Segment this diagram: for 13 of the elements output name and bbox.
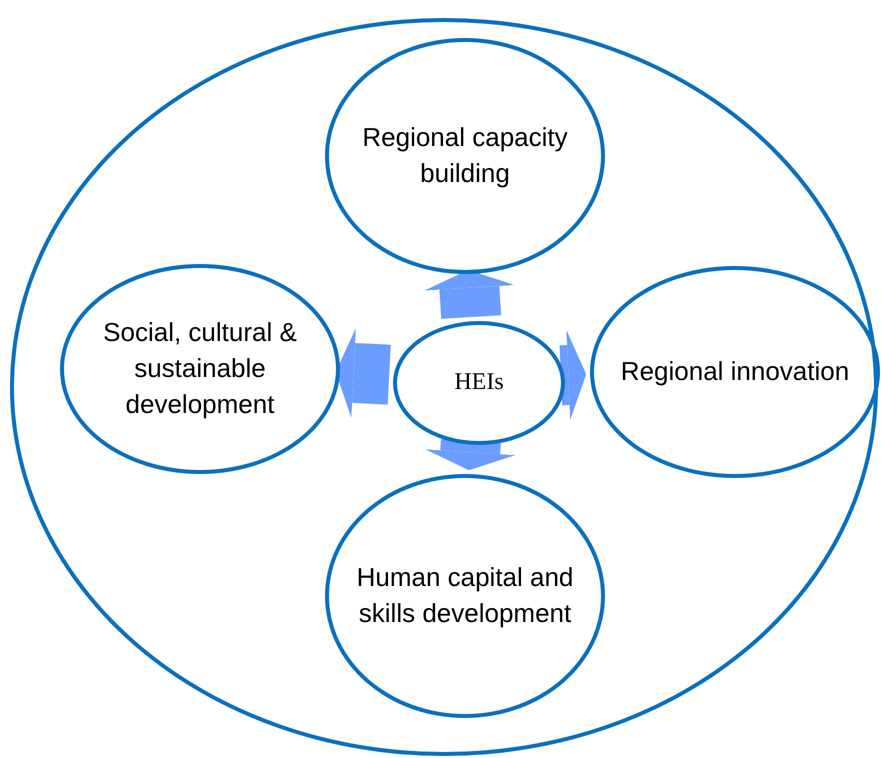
outer-ellipse <box>10 18 878 756</box>
center-ellipse <box>393 321 565 445</box>
topic-ellipse <box>60 264 340 474</box>
topic-ellipse <box>325 38 605 274</box>
block-arrow <box>425 438 516 470</box>
node-label: Human capital and skills development <box>356 561 574 630</box>
block-arrow <box>560 330 586 420</box>
node-label: Regional innovation <box>620 355 850 388</box>
node-label: Social, cultural & sustainable development <box>102 316 298 421</box>
topic-ellipse <box>325 474 605 718</box>
node-label: Regional capacity building <box>361 121 569 190</box>
node-label: HEIs <box>453 368 505 398</box>
topic-ellipse <box>590 266 880 478</box>
